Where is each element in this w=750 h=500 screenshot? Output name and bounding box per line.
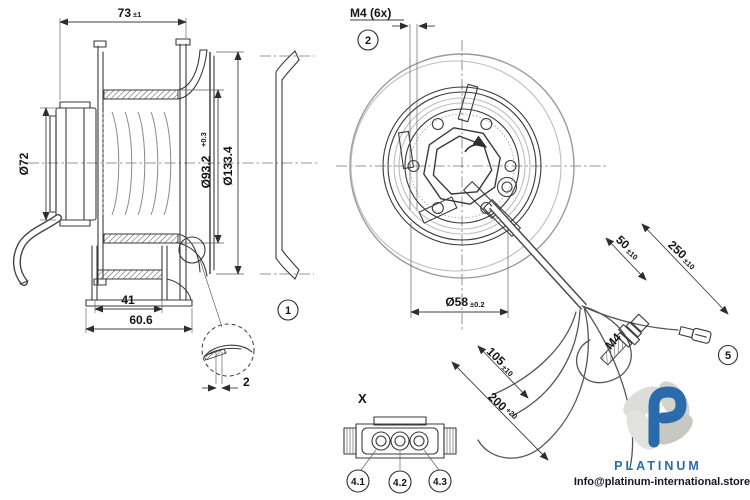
label-strip <box>397 130 415 170</box>
callout-5: 5 <box>725 350 731 362</box>
label-strip <box>418 196 458 224</box>
callout-1: 1 <box>285 305 291 317</box>
dim-73-tol: ±1 <box>133 10 141 19</box>
dimension-width-73: 73 ±1 <box>59 6 187 100</box>
impeller-blades <box>102 111 172 216</box>
side-view: 73 ±1 Ø72 Ø93.2 +0.3 Ø133.4 <box>13 6 318 392</box>
shroud-section-bottom <box>103 233 179 244</box>
dim-606-value: 60.6 <box>129 313 153 327</box>
wire <box>583 306 634 469</box>
pin-1-label: 4.1 <box>351 477 365 488</box>
dim-250-tol: ±10 <box>681 256 696 271</box>
spade-terminal <box>678 326 712 344</box>
dim-2-value: 2 <box>243 375 250 389</box>
wire-loop <box>575 305 632 384</box>
dim-105-tol: ±10 <box>500 363 515 378</box>
detail-source-circle <box>178 236 206 264</box>
detail-magnified-circle <box>201 323 255 377</box>
housing-outline <box>93 38 215 301</box>
backplate-outer <box>382 86 542 246</box>
connector-detail: X 4.1 4.2 4.3 <box>343 391 457 494</box>
wire <box>491 311 577 396</box>
rotation-direction-arrow <box>464 135 488 153</box>
dim-93-value: Ø93.2 <box>199 155 213 188</box>
callout-2: 2 <box>365 35 371 47</box>
motor-outline <box>49 101 97 227</box>
pin-3-label: 4.3 <box>433 477 447 488</box>
dim-58-tol: ±0.2 <box>470 300 485 309</box>
pin-3-balloon: 4.3 <box>428 469 452 493</box>
dim-133-value: Ø133.4 <box>221 146 235 186</box>
inlet-ring-section: 1 <box>260 50 314 321</box>
cable-assembly: 5 M4 50 ±10 250 ±10 <box>451 203 739 469</box>
dimension-impeller-dia: Ø133.4 <box>216 51 244 275</box>
dim-41-value: 41 <box>121 293 135 307</box>
dimension-stud-length: 50 ±10 <box>605 233 647 281</box>
wire <box>511 309 581 417</box>
impeller-outer-circle <box>349 53 575 279</box>
platinum-logo-icon <box>623 381 693 450</box>
impeller-inner-circle <box>350 60 562 272</box>
shroud-section-top <box>103 89 179 100</box>
screw-spec-label: M4 (6x) <box>350 6 391 20</box>
grounding-stud <box>599 313 650 366</box>
dimension-motor-dia: Ø72 <box>17 107 56 221</box>
side-cable <box>13 214 62 286</box>
pin-1-balloon: 4.1 <box>346 469 370 493</box>
screw-callout: M4 (6x) 2 <box>350 6 435 210</box>
dim-72-value: Ø72 <box>17 152 31 175</box>
dim-93-tol: +0.3 <box>199 132 208 147</box>
ring-callout-balloon: 1 <box>277 299 299 321</box>
dim-58-value: Ø58 <box>445 295 468 309</box>
terminal-callout-balloon: 5 <box>717 344 739 366</box>
wire <box>477 306 590 459</box>
dim-200-tol: +20 <box>504 406 519 421</box>
support-ring <box>85 245 193 307</box>
branding-logo: PLATINUM Info@platinum-international.sto… <box>574 381 750 488</box>
platinum-p-mark <box>648 386 687 448</box>
brand-name: PLATINUM <box>614 459 702 473</box>
dimension-pitch-circle: Ø58 ±0.2 <box>410 222 509 318</box>
dim-73-value: 73 <box>118 6 132 20</box>
dimension-inner-depth: 41 <box>94 293 163 313</box>
pin-2-balloon: 4.2 <box>388 470 412 494</box>
connector-label: X <box>358 391 367 406</box>
grommet-hole <box>496 176 518 198</box>
label-strip <box>457 83 479 123</box>
pin-2-label: 4.2 <box>393 478 407 489</box>
dimension-housing-depth: 60.6 <box>85 308 193 333</box>
brand-email: Info@platinum-international.store <box>574 476 750 488</box>
front-view: M4 (6x) 2 Ø58 ±0.2 <box>336 6 608 332</box>
wire-to-terminal <box>583 306 679 331</box>
dimension-total-length: 200 +20 <box>451 361 549 461</box>
dimension-shroud-dia: Ø93.2 +0.3 <box>180 89 224 244</box>
dimension-lead-length: 250 ±10 <box>641 223 729 315</box>
screw-callout-balloon: 2 <box>357 29 379 51</box>
seam-detail: 2 <box>178 236 255 392</box>
